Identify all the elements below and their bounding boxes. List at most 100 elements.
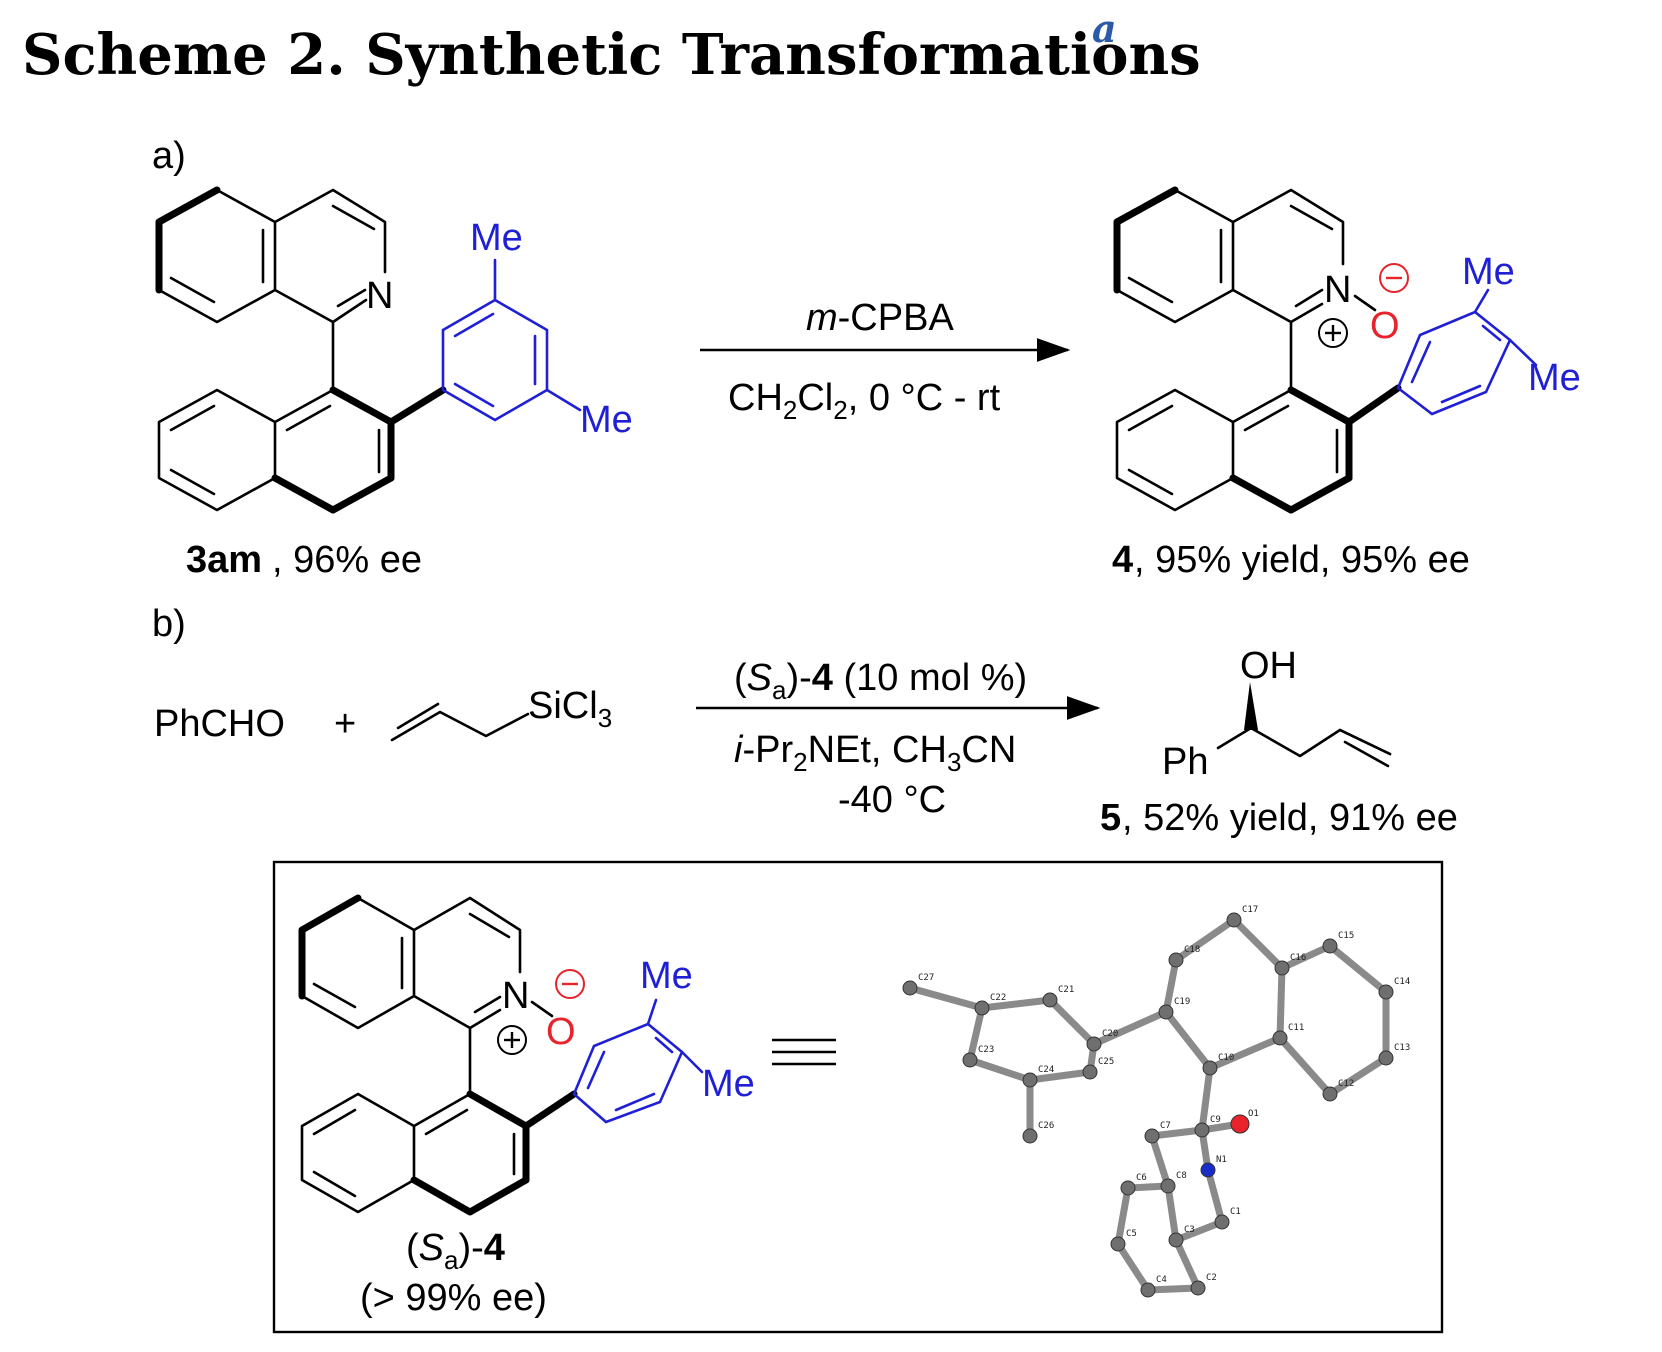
ortep-atom-label: C8 (1176, 1171, 1187, 1181)
ortep-atom-label: C23 (978, 1045, 994, 1055)
ortep-atom-label: C10 (1218, 1053, 1234, 1063)
ortep-bond (1144, 1284, 1202, 1294)
crystal-structure-box (272, 860, 1444, 1334)
catalyst-label: (Sa)-4 (10 mol %) (734, 657, 1027, 705)
ortep-atom (1274, 960, 1290, 976)
ortep-atom-label: C20 (1102, 1029, 1118, 1039)
base-solvent-label: i-Pr2NEt, CH3CN (734, 729, 1016, 777)
ortep-atom (1160, 1178, 1176, 1194)
ortep-atom-label: C24 (1038, 1065, 1054, 1075)
ortep-atom-label: C16 (1290, 953, 1306, 963)
ortep-atom-label: C13 (1394, 1043, 1410, 1053)
ortep-atom (1226, 912, 1242, 928)
methyl-top-3am: Me (470, 217, 523, 259)
negative-charge-box (555, 969, 585, 999)
phenyl-label: Ph (1162, 741, 1208, 783)
ortep-atom-label: C1 (1230, 1207, 1241, 1217)
methyl-bottom-3am: Me (580, 399, 633, 441)
ortep-atom-label: C26 (1038, 1121, 1054, 1131)
ortep-atom-label: C14 (1394, 977, 1410, 987)
ortep-atom (1194, 1122, 1210, 1138)
ortep-bond (1230, 916, 1286, 972)
wedge-bond (1244, 682, 1258, 730)
ortep-bond (1162, 1008, 1214, 1072)
oxygen-atom-box: O (546, 1011, 576, 1053)
structure-4: N O Me Me (1113, 186, 1581, 514)
compound-5-yield: , 52% yield, 91% ee (1122, 797, 1458, 839)
methyl-top-box: Me (640, 955, 693, 997)
reagent-mcpba: m-CPBA (806, 297, 954, 339)
ortep-atom (1086, 1036, 1102, 1052)
ortep-atom-label: C15 (1338, 931, 1354, 941)
ortep-bond (1114, 1240, 1152, 1294)
ortep-atom (1168, 1232, 1184, 1248)
reactant-phcho: PhCHO (154, 703, 285, 745)
ortep-atom-label: C9 (1210, 1115, 1221, 1125)
negative-charge-4 (1379, 263, 1409, 293)
methyl-bottom-4: Me (1528, 357, 1581, 399)
ortep-atom (974, 1000, 990, 1016)
equivalence-sign (772, 1038, 836, 1066)
silane-label: SiCl3 (528, 685, 612, 733)
ortep-bond (978, 996, 1054, 1012)
compound-3am-id: 3am (186, 539, 262, 581)
ortep-bond (1278, 942, 1334, 972)
ortep-bond (1164, 1182, 1180, 1244)
ortep-atom (1022, 1072, 1038, 1088)
ortep-atom-label: C6 (1136, 1173, 1147, 1183)
ortep-atom (1214, 1214, 1230, 1230)
ortep-bond (966, 1056, 1034, 1084)
nitrogen-atom-4: N (1324, 269, 1351, 311)
ortep-bond (1172, 1218, 1226, 1244)
ortep-atom-label: C3 (1184, 1225, 1195, 1235)
plus-sign: + (334, 703, 356, 745)
catalyst-name-box: (Sa)-4 (406, 1227, 505, 1275)
ortep-atom (1190, 1280, 1206, 1296)
ortep-atom (1110, 1236, 1126, 1252)
ortep-bond (1090, 1008, 1170, 1048)
positive-charge-4 (1318, 318, 1348, 348)
nitrogen-atom-3am: N (366, 275, 393, 317)
ortep-atom-label: C17 (1242, 905, 1258, 915)
ortep-bond (1326, 1054, 1390, 1098)
ortep-atom (1230, 1114, 1250, 1134)
structure-3am: N Me Me (155, 186, 633, 514)
compound-5-id: 5 (1100, 797, 1121, 839)
ortep-bond (1148, 1132, 1172, 1190)
ortep-atom-label: O1 (1248, 1109, 1259, 1119)
ortep-atom-label: C18 (1184, 945, 1200, 955)
compound-4-yield: , 95% yield, 95% ee (1134, 539, 1470, 581)
ortep-atom (1202, 1060, 1218, 1076)
ortep-atom-label: C2 (1206, 1273, 1217, 1283)
ortep-bond (1172, 1236, 1202, 1292)
ortep-atom-label: C5 (1126, 1229, 1137, 1239)
temperature-label: -40 °C (838, 779, 946, 821)
ortep-bond (1046, 996, 1098, 1048)
methyl-top-4: Me (1462, 251, 1515, 293)
ortep-atom (1144, 1128, 1160, 1144)
ortep-atom (962, 1052, 978, 1068)
part-b-label: b) (152, 603, 186, 645)
ortep-bond (1204, 1166, 1226, 1226)
ortep-atom-label: C27 (918, 973, 934, 983)
ortep-atom (1378, 984, 1394, 1000)
ortep-bond (1206, 1034, 1284, 1072)
ortep-bond (1148, 1126, 1206, 1140)
ortep-bond (1276, 964, 1286, 1042)
ortep-atom (1022, 1128, 1038, 1144)
ortep-bond (966, 1004, 986, 1064)
ortep-atom (1322, 1086, 1338, 1102)
ortep-atom-label: C19 (1174, 997, 1190, 1007)
compound-3am-ee: , 96% ee (272, 539, 422, 581)
methyl-bottom-box: Me (702, 1063, 755, 1105)
ortep-bond (1026, 1068, 1094, 1084)
ortep-atom-label: C12 (1338, 1079, 1354, 1089)
ortep-atom-label: C7 (1160, 1121, 1171, 1131)
crystal-structure-ortep: C27C22C21C23C24C20C25C26C19C18C17C16C15C… (902, 905, 1410, 1298)
scheme-title: Scheme 2. Synthetic Transformations (22, 22, 1201, 88)
compound-4-id: 4 (1112, 539, 1133, 581)
ortep-atom (1120, 1180, 1136, 1196)
structure-5: OH Ph (1162, 645, 1392, 783)
ortep-atom (902, 980, 918, 996)
